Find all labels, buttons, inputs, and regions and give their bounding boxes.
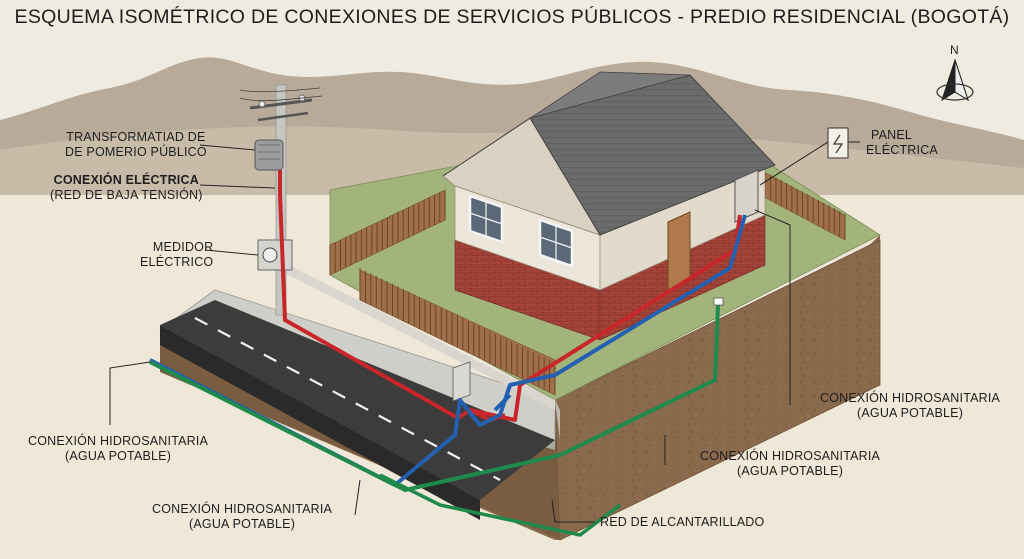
label-transformer-line2: DE POMERIO PÚBLICO bbox=[65, 145, 207, 160]
label-water-left: CONEXIÓN HIDROSANITARIA (AGUA POTABLE) bbox=[28, 434, 208, 464]
label-meter-line2: ELÉCTRICO bbox=[140, 255, 213, 270]
electrical-panel-icon bbox=[828, 128, 848, 158]
label-water-bottom-line1: CONEXIÓN HIDROSANITARIA bbox=[152, 502, 332, 517]
label-water-right-line2: (AGUA POTABLE) bbox=[820, 406, 1000, 421]
label-water-middle-line1: CONEXIÓN HIDROSANITARIA bbox=[700, 449, 880, 464]
compass-north-label: N bbox=[950, 43, 959, 57]
label-water-left-line2: (AGUA POTABLE) bbox=[28, 449, 208, 464]
label-water-middle-line2: (AGUA POTABLE) bbox=[700, 464, 880, 479]
label-transformer: TRANSFORMATIAD DE DE POMERIO PÚBLICO bbox=[65, 130, 207, 160]
label-electric-line2: (RED DE BAJA TENSIÓN) bbox=[50, 188, 203, 203]
label-sewer: RED DE ALCANTARILLADO bbox=[600, 515, 764, 530]
label-water-bottom-line2: (AGUA POTABLE) bbox=[152, 517, 332, 532]
water-meter-box bbox=[453, 362, 470, 401]
sewer-inspection-box bbox=[714, 298, 723, 305]
label-electric-line1: CONEXIÓN ELÉCTRICA bbox=[50, 173, 203, 188]
label-panel-line2: ELÉCTRICA bbox=[866, 143, 938, 158]
label-water-right-line1: CONEXIÓN HIDROSANITARIA bbox=[820, 391, 1000, 406]
label-panel-line1: PANEL bbox=[866, 128, 938, 143]
page-title: ESQUEMA ISOMÉTRICO DE CONEXIONES DE SERV… bbox=[0, 6, 1024, 29]
label-meter-line1: MEDIDOR bbox=[140, 240, 213, 255]
meter-dial bbox=[263, 248, 277, 262]
label-water-middle: CONEXIÓN HIDROSANITARIA (AGUA POTABLE) bbox=[700, 449, 880, 479]
label-water-bottom: CONEXIÓN HIDROSANITARIA (AGUA POTABLE) bbox=[152, 502, 332, 532]
label-panel: PANEL ELÉCTRICA bbox=[866, 128, 938, 158]
label-electric-connection: CONEXIÓN ELÉCTRICA (RED DE BAJA TENSIÓN) bbox=[50, 173, 203, 203]
label-meter: MEDIDOR ELÉCTRICO bbox=[140, 240, 213, 270]
label-water-right: CONEXIÓN HIDROSANITARIA (AGUA POTABLE) bbox=[820, 391, 1000, 421]
label-water-left-line1: CONEXIÓN HIDROSANITARIA bbox=[28, 434, 208, 449]
label-transformer-line1: TRANSFORMATIAD DE bbox=[65, 130, 207, 145]
